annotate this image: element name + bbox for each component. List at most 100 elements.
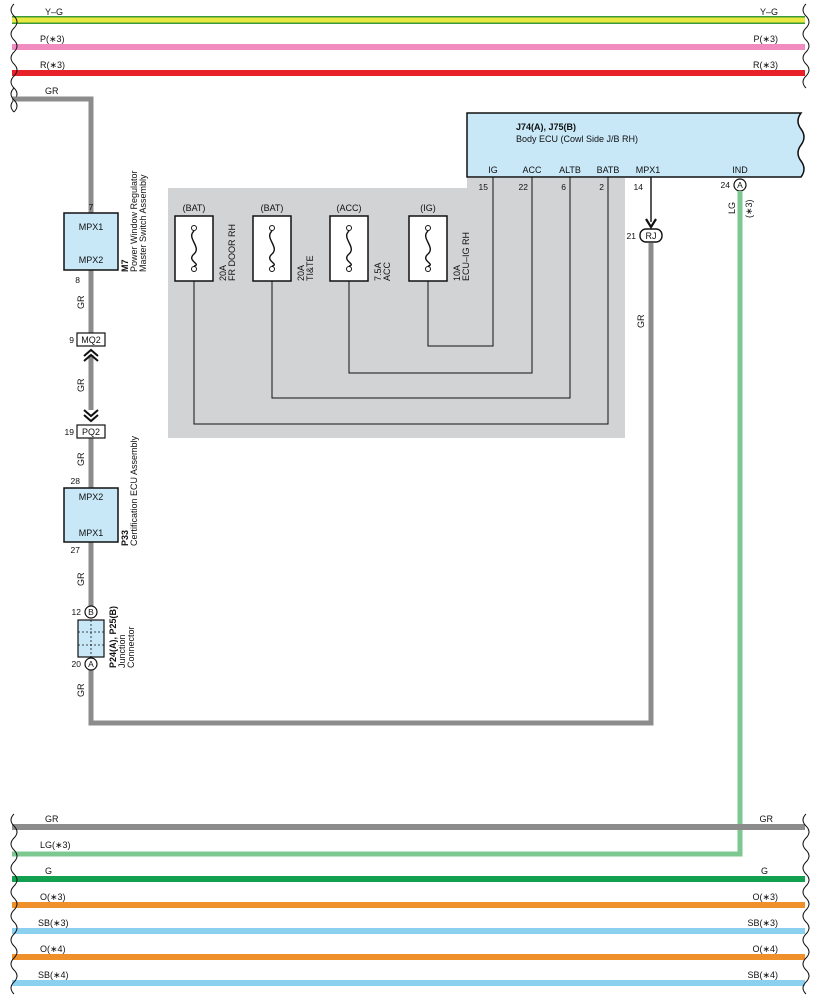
bus-sb3-label-left: SB(∗3) [38, 918, 69, 928]
rj-connector-box [639, 228, 663, 243]
fuse-1-source: (BAT) [183, 203, 206, 213]
mq2-pin: 9 [69, 335, 74, 345]
ecu-pin-mpx1-no: 14 [634, 182, 644, 192]
fuse-4-name: ECU–IG RH [461, 232, 471, 281]
bus-o3-label-left: O(∗3) [40, 892, 66, 902]
bus-lg-label-left: LG(∗3) [40, 840, 71, 850]
ecu-pin-altb-label: ALTB [559, 165, 581, 175]
fuse-1-terminal-bottom [191, 266, 197, 272]
fuse-3-name: ACC [382, 261, 392, 281]
fuse-4: (IG) 10A ECU–IG RH [408, 203, 471, 282]
bus-g-label-left: G [45, 866, 52, 876]
bus-o4-label-left: O(∗4) [40, 944, 66, 954]
fuse-1-rating: 20A [218, 265, 228, 281]
bus-r-label-left: R(∗3) [40, 60, 65, 70]
pq2-pin: 19 [65, 427, 75, 437]
bus-break-right [802, 3, 810, 89]
m7-pin-bottom-label: MPX2 [79, 255, 104, 265]
gr-rj-down-label: GR [636, 314, 646, 328]
fuse-wiring [193, 190, 609, 425]
body-ecu-code: J74(A), J75(B) [516, 122, 576, 132]
m7-name-line1: Power Window Regulator [129, 170, 139, 272]
junction-bottom-letter-circle [84, 657, 98, 671]
gr-m7-out-label: GR [76, 295, 86, 309]
p33-component: 28 MPX2 MPX1 27 P33 Certification ECU As… [63, 435, 139, 555]
m7-code: M7 [120, 259, 130, 272]
pq2-label: PQ2 [82, 427, 100, 437]
bus-sb4-label-left: SB(∗4) [38, 970, 69, 980]
fuse-2-rating: 20A [296, 265, 306, 281]
m7-box [63, 212, 119, 271]
m7-name-line2: Master Switch Assembly [138, 174, 148, 272]
p33-pin-bottom-no: 27 [71, 545, 81, 555]
bus-o3-label-right: O(∗3) [752, 892, 778, 902]
junction-connector: B 12 A 20 P24(A), P25(B) Junction Connec… [72, 605, 136, 671]
wire-fuse4-ig [427, 190, 494, 347]
lg-ind-label: LG [727, 202, 737, 214]
junction-bottom-letter: A [88, 659, 94, 669]
pq2-box [76, 424, 106, 439]
junction-top-pin: 12 [72, 607, 82, 617]
fuse-2-source: (BAT) [261, 203, 284, 213]
body-ecu-box [466, 112, 805, 178]
junction-top-letter: B [88, 607, 94, 617]
m7-pin-top-no: 7 [89, 202, 94, 212]
bottom-bus-break-left [10, 813, 18, 995]
rj-label: RJ [646, 231, 657, 241]
fuse-3-icon [346, 230, 352, 267]
fuse-3-terminal-top [346, 225, 352, 231]
m7-pin-top-label: MPX1 [79, 222, 104, 232]
bottom-bus-break-right [802, 813, 810, 995]
gr-top-label: GR [45, 86, 59, 96]
fuse-4-terminal-bottom [425, 266, 431, 272]
mq2-connector: MQ2 9 [69, 332, 106, 362]
bottom-bus: GR GR LG(∗3) G G O(∗3) O(∗3) SB(∗3) SB(∗… [10, 813, 810, 995]
body-ecu: J74(A), J75(B) Body ECU (Cowl Side J/B R… [466, 112, 805, 243]
bus-yg-label-right: Y–G [760, 7, 778, 17]
fuse-3-rating: 7.5A [373, 262, 383, 281]
body-ecu-name: Body ECU (Cowl Side J/B RH) [516, 134, 638, 144]
fuse-1: (BAT) 20A FR DOOR RH [174, 203, 237, 282]
ecu-pin-batb-label: BATB [597, 165, 620, 175]
bus-sb3-label-right: SB(∗3) [747, 918, 778, 928]
ecu-pin-altb-no: 6 [561, 182, 566, 192]
gr-junction-to-rj [88, 243, 654, 726]
fuse-3-terminal-bottom [346, 266, 352, 272]
ecu-pin-ind-no: 24 [721, 180, 731, 190]
bus-gr-label-right: GR [760, 814, 774, 824]
junction-bottom-pin: 20 [72, 659, 82, 669]
gr-left-break [10, 87, 18, 113]
fuse-2-terminal-top [269, 225, 275, 231]
wire-fuse1-batb [193, 190, 609, 425]
p33-name: Certification ECU Assembly [129, 435, 139, 546]
m7-component: 7 MPX1 MPX2 8 M7 Power Window Regulator … [63, 170, 148, 285]
fuse-3: (ACC) 7.5A ACC [329, 203, 392, 282]
pq2-connector: PQ2 19 [65, 409, 106, 439]
ind-letter: A [737, 180, 743, 190]
bus-p-label-left: P(∗3) [40, 34, 65, 44]
p33-pin-top-label: MPX2 [79, 492, 104, 502]
mpx1-arrow-icon [645, 218, 657, 230]
mq2-box [76, 332, 106, 347]
ecu-pin-mpx1-label: MPX1 [636, 165, 661, 175]
fuse-4-rating: 10A [452, 265, 462, 281]
bus-o4-label-right: O(∗4) [752, 944, 778, 954]
gr-p33-out-label: GR [76, 572, 86, 586]
fuse-1-icon [191, 230, 197, 267]
rj-pin: 21 [627, 231, 637, 241]
mq2-label: MQ2 [81, 335, 101, 345]
p33-box [63, 487, 119, 543]
fuse-1-name: FR DOOR RH [227, 224, 237, 281]
bus-yg-label-left: Y–G [45, 7, 63, 17]
wire-fuse3-acc [348, 190, 533, 374]
ecu-pin-ind-label: IND [732, 165, 748, 175]
fuse-2-terminal-bottom [269, 266, 275, 272]
pq2-arrow-icon [83, 409, 99, 423]
fuse-4-terminal-top [425, 225, 431, 231]
bus-sb4-label-right: SB(∗4) [747, 970, 778, 980]
junction-name-line2: Connector [126, 626, 136, 668]
top-bus: Y–G Y–G P(∗3) P(∗3) R(∗3) R(∗3) [10, 3, 810, 113]
ecu-pin-acc-label: ACC [522, 165, 542, 175]
